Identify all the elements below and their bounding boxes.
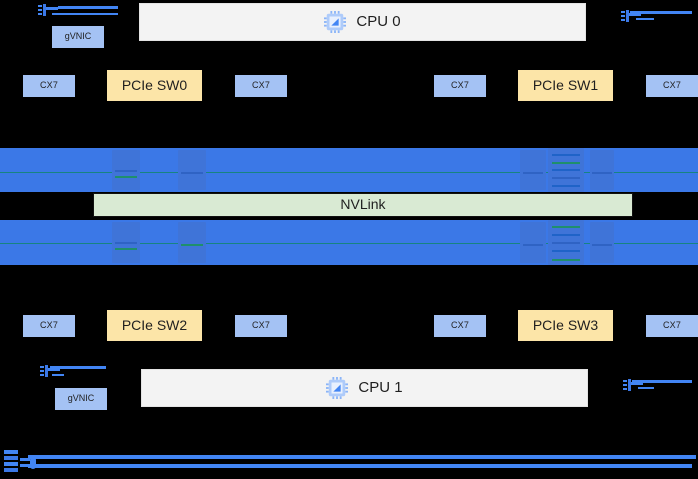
band-node [178, 222, 206, 263]
switch-stack-icon [4, 450, 30, 472]
nic-link-top-left-2 [52, 13, 118, 15]
pcie-sw2[interactable]: PCIe SW2 [107, 310, 202, 341]
band-node [112, 150, 140, 190]
cpu1-label: CPU 1 [358, 378, 403, 396]
nvlink-label: NVLink [340, 196, 386, 213]
pcie-sw3[interactable]: PCIe SW3 [518, 310, 613, 341]
pcie-sw1[interactable]: PCIe SW1 [518, 70, 613, 101]
nic-link-bottom-right-2 [638, 387, 654, 389]
gvnic-bottom-left[interactable]: gVNIC [55, 388, 107, 410]
nic-link-top-right [630, 11, 692, 14]
rail-line-top [28, 455, 696, 459]
cx7-label: CX7 [450, 320, 470, 331]
switch-stack-icon [548, 148, 584, 192]
rail-line-bottom [28, 464, 692, 468]
cx7-label: CX7 [662, 320, 682, 331]
band-hairline [0, 172, 698, 173]
band-node [590, 222, 614, 263]
nic-link-bottom-left-2 [52, 374, 64, 376]
cx7-label: CX7 [39, 80, 59, 91]
cx7-r1-c0[interactable]: CX7 [23, 315, 75, 337]
band-node [590, 150, 614, 190]
cx7-r1-c2[interactable]: CX7 [434, 315, 486, 337]
cx7-r0-c0[interactable]: CX7 [23, 75, 75, 97]
cx7-label: CX7 [39, 320, 59, 331]
cx7-r1-c3[interactable]: CX7 [646, 315, 698, 337]
network-port-icon [40, 365, 60, 377]
band-node [520, 150, 546, 190]
pcie-sw0-label: PCIe SW0 [121, 76, 188, 93]
cx7-label: CX7 [662, 80, 682, 91]
network-port-icon [623, 379, 643, 391]
cx7-r1-c1[interactable]: CX7 [235, 315, 287, 337]
cpu1-box[interactable]: CPU 1 [141, 369, 588, 407]
band-hairline [0, 243, 698, 244]
cpu-chip-icon [326, 377, 349, 399]
rail-end-cap [30, 457, 36, 469]
cx7-r0-c2[interactable]: CX7 [434, 75, 486, 97]
cpu0-label: CPU 0 [356, 12, 401, 30]
gvnic-label: gVNIC [67, 393, 95, 404]
cpu-chip-icon [324, 11, 347, 33]
nic-link-top-left [58, 6, 118, 9]
gvnic-label: gVNIC [64, 31, 92, 42]
nic-link-bottom-right [632, 380, 692, 383]
cx7-r0-c1[interactable]: CX7 [235, 75, 287, 97]
cx7-label: CX7 [450, 80, 470, 91]
nic-link-top-right-2 [636, 18, 654, 20]
pcie-sw0[interactable]: PCIe SW0 [107, 70, 202, 101]
network-port-icon [621, 10, 641, 22]
network-port-icon [38, 4, 58, 16]
pcie-sw3-label: PCIe SW3 [532, 316, 599, 333]
nvlink-box[interactable]: NVLink [93, 193, 633, 217]
cx7-label: CX7 [251, 80, 271, 91]
pcie-sw2-label: PCIe SW2 [121, 316, 188, 333]
gvnic-top-left[interactable]: gVNIC [52, 26, 104, 48]
nic-link-bottom-left [50, 366, 106, 369]
band-node [178, 150, 206, 190]
cx7-label: CX7 [251, 320, 271, 331]
gpu-band-upper [0, 148, 698, 192]
switch-stack-icon [548, 220, 584, 265]
band-node [112, 222, 140, 263]
band-node [520, 222, 546, 263]
pcie-sw1-label: PCIe SW1 [532, 76, 599, 93]
gpu-band-lower [0, 220, 698, 265]
cx7-r0-c3[interactable]: CX7 [646, 75, 698, 97]
cpu0-box[interactable]: CPU 0 [139, 3, 586, 41]
